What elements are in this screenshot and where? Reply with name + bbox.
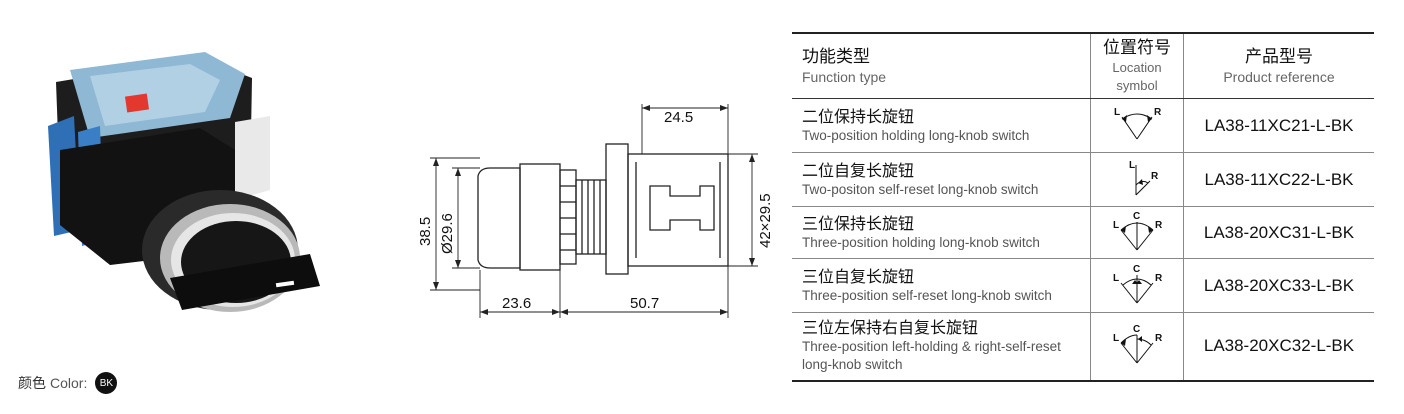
dim-left-outer: 38.5 <box>417 217 434 246</box>
svg-text:C: C <box>1133 264 1140 275</box>
svg-text:L: L <box>1129 160 1135 171</box>
dim-left-inner: Ø29.6 <box>439 213 456 254</box>
dim-bottom-left: 23.6 <box>502 295 531 312</box>
function-zh: 三位保持长旋钮 <box>802 213 915 233</box>
function-zh: 三位自复长旋钮 <box>802 266 915 286</box>
svg-text:R: R <box>1155 273 1163 284</box>
function-cell: 二位自复长旋钮 Two-positon self-reset long-knob… <box>792 152 1091 207</box>
function-cell: 三位保持长旋钮 Three-position holding long-knob… <box>792 206 1091 259</box>
header-function-en: Function type <box>802 69 887 85</box>
svg-text:L: L <box>1114 107 1120 118</box>
dim-right: 42×29.5 <box>757 193 774 248</box>
svg-text:R: R <box>1154 107 1162 118</box>
function-en: Two-positon self-reset long-knob switch <box>802 181 1039 197</box>
header-product: 产品型号 Product reference <box>1183 33 1374 99</box>
table-row: 三位左保持右自复长旋钮 Three-position left-holding … <box>792 312 1374 381</box>
svg-text:L: L <box>1113 220 1119 231</box>
table-row: 三位自复长旋钮 Three-position self-reset long-k… <box>792 258 1374 313</box>
two-position-self-reset-symbol-icon: LR <box>1129 160 1159 195</box>
function-cell: 三位左保持右自复长旋钮 Three-position left-holding … <box>792 313 1091 381</box>
three-position-holding-symbol-icon: LCR <box>1113 211 1163 250</box>
function-zh: 三位左保持右自复长旋钮 <box>802 318 979 338</box>
table-row: 二位自复长旋钮 Two-positon self-reset long-knob… <box>792 152 1374 207</box>
spec-table: 功能类型 Function type 位置符号 Location symbol … <box>792 32 1374 382</box>
function-zh: 二位自复长旋钮 <box>802 160 915 180</box>
svg-text:C: C <box>1133 211 1140 222</box>
svg-text:L: L <box>1113 333 1119 344</box>
header-location-en: Location symbol <box>1112 60 1162 93</box>
function-en: Two-position holding long-knob switch <box>802 127 1030 143</box>
function-cell: 二位保持长旋钮 Two-position holding long-knob s… <box>792 98 1091 153</box>
dim-bottom-right: 50.7 <box>630 295 659 312</box>
function-en: Three-position holding long-knob switch <box>802 234 1040 250</box>
header-function-zh: 功能类型 <box>802 47 870 67</box>
svg-text:R: R <box>1151 171 1159 182</box>
function-en: Three-position self-reset long-knob swit… <box>802 287 1052 303</box>
product-photo <box>48 52 320 312</box>
product-reference: LA38-11XC21-L-BK <box>1183 98 1374 153</box>
three-position-left-holding-right-self-reset-symbol-icon: LCR <box>1113 324 1163 364</box>
function-zh: 二位保持长旋钮 <box>802 106 915 126</box>
color-label-en: Color: <box>50 375 88 391</box>
header-product-en: Product reference <box>1223 69 1335 85</box>
table-row: 三位保持长旋钮 Three-position holding long-knob… <box>792 206 1374 259</box>
three-position-self-reset-symbol-icon: LCR <box>1113 264 1163 303</box>
color-chip-bk: BK <box>95 372 118 394</box>
product-reference: LA38-20XC33-L-BK <box>1183 258 1374 313</box>
table-header: 功能类型 Function type 位置符号 Location symbol … <box>792 33 1374 99</box>
svg-text:C: C <box>1133 324 1140 335</box>
header-location-zh: 位置符号 <box>1103 38 1171 58</box>
header-product-zh: 产品型号 <box>1245 47 1313 67</box>
product-reference: LA38-20XC31-L-BK <box>1183 206 1374 259</box>
function-cell: 三位自复长旋钮 Three-position self-reset long-k… <box>792 258 1091 313</box>
svg-text:R: R <box>1155 220 1163 231</box>
color-row: 颜色 Color: BK <box>18 372 118 394</box>
color-label-zh: 颜色 <box>18 376 46 392</box>
dim-top: 24.5 <box>664 109 693 126</box>
product-reference: LA38-11XC22-L-BK <box>1183 152 1374 207</box>
function-en: Three-position left-holding & right-self… <box>802 339 1061 373</box>
dimension-drawing: 24.5 38.5 Ø29.6 42×29.5 23.6 50.7 <box>417 104 774 318</box>
table-row: 二位保持长旋钮 Two-position holding long-knob s… <box>792 98 1374 153</box>
product-reference: LA38-20XC32-L-BK <box>1203 336 1355 356</box>
header-function: 功能类型 Function type <box>792 33 1091 99</box>
header-location: 位置符号 Location symbol <box>1090 33 1184 99</box>
svg-text:R: R <box>1155 333 1163 344</box>
svg-text:L: L <box>1113 273 1119 284</box>
